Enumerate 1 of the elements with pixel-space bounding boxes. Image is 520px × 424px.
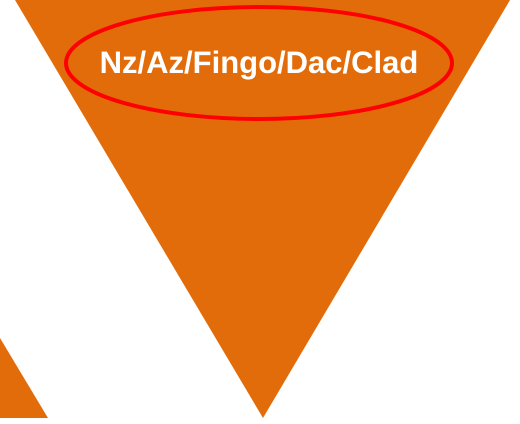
node-label: Nz/Az/Fingo/Dac/Clad xyxy=(100,44,418,82)
